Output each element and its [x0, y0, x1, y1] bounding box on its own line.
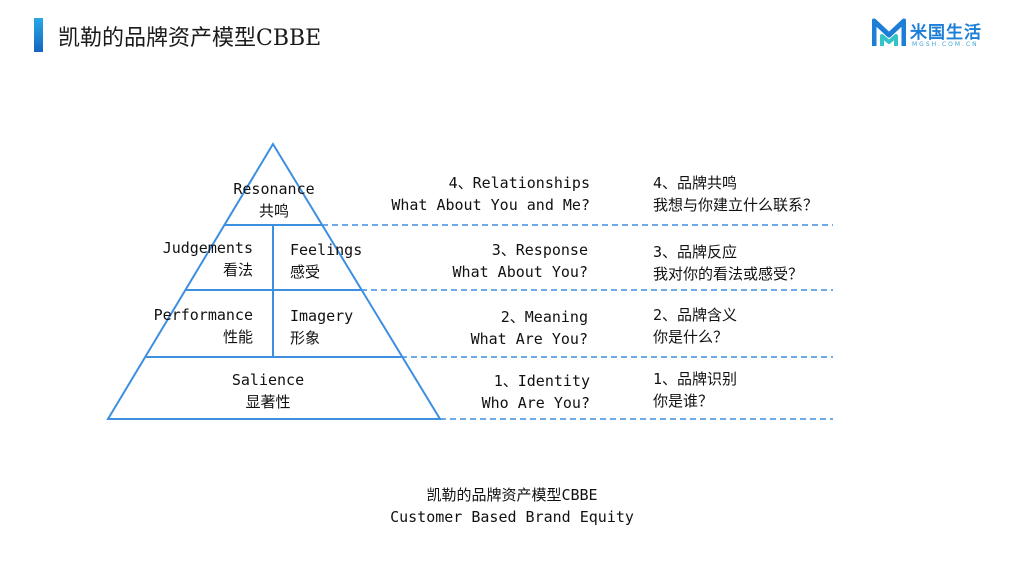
step-1-zh-question: 你是谁？: [653, 392, 714, 410]
step-1-zh: 1、品牌识别 你是谁？: [653, 368, 737, 412]
performance-en: Performance: [153, 306, 253, 324]
step-4-zh: 4、品牌共鸣 我想与你建立什么联系？: [653, 172, 818, 216]
judgements-label: Judgements 看法: [140, 237, 253, 281]
step-3-en: 3、Response What About You?: [340, 239, 588, 283]
step-4-en-question: What About You and Me?: [391, 196, 590, 214]
resonance-zh: 共鸣: [258, 202, 289, 220]
imagery-label: Imagery 形象: [290, 305, 353, 349]
imagery-en: Imagery: [290, 307, 354, 325]
imagery-zh: 形象: [290, 329, 321, 347]
step-3-zh-question: 我对你的看法或感受？: [653, 265, 804, 283]
step-4-en: 4、Relationships What About You and Me?: [340, 172, 590, 216]
step-2-zh-title: 2、品牌含义: [653, 306, 738, 324]
step-3-en-title: 3、Response: [491, 241, 588, 259]
salience-en: Salience: [231, 371, 305, 389]
logo-domain: MGSH.COM.CN: [912, 41, 979, 48]
salience-zh: 显著性: [245, 393, 291, 411]
feelings-en: Feelings: [290, 241, 363, 259]
step-1-en-title: 1、Identity: [493, 372, 590, 390]
caption-subtitle: Customer Based Brand Equity: [390, 508, 634, 526]
brand-logo: 米国生活 MGSH.COM.CN: [871, 18, 1002, 52]
step-2-en-title: 2、Meaning: [500, 308, 588, 326]
step-4-zh-title: 4、品牌共鸣: [653, 174, 738, 192]
caption-title: 凯勒的品牌资产模型CBBE: [426, 486, 598, 504]
step-1-zh-title: 1、品牌识别: [653, 370, 738, 388]
salience-label: Salience 显著性: [203, 369, 333, 413]
step-4-zh-question: 我想与你建立什么联系？: [653, 196, 819, 214]
step-3-zh: 3、品牌反应 我对你的看法或感受？: [653, 241, 803, 285]
feelings-label: Feelings 感受: [290, 239, 362, 283]
step-4-en-title: 4、Relationships: [448, 174, 590, 192]
pyramid-outline: [106, 142, 442, 420]
step-3-zh-title: 3、品牌反应: [653, 243, 738, 261]
step-1-en: 1、Identity Who Are You?: [340, 370, 590, 414]
judgements-en: Judgements: [162, 239, 253, 257]
resonance-en: Resonance: [233, 180, 315, 198]
performance-zh: 性能: [222, 328, 253, 346]
step-2-zh-question: 你是什么？: [653, 328, 729, 346]
resonance-label: Resonance 共鸣: [214, 178, 334, 222]
feelings-zh: 感受: [290, 263, 321, 281]
logo-name: 米国生活: [910, 23, 982, 43]
step-2-en: 2、Meaning What Are You?: [340, 306, 588, 350]
step-1-en-question: Who Are You?: [481, 394, 590, 412]
step-3-en-question: What About You?: [452, 263, 588, 281]
step-2-en-question: What Are You?: [470, 330, 588, 348]
logo-m-icon: [871, 18, 907, 46]
judgements-zh: 看法: [222, 261, 253, 279]
performance-label: Performance 性能: [120, 304, 253, 348]
title-accent-bar: [34, 18, 43, 52]
page-title: 凯勒的品牌资产模型CBBE: [58, 26, 322, 51]
step-2-zh: 2、品牌含义 你是什么？: [653, 304, 737, 348]
